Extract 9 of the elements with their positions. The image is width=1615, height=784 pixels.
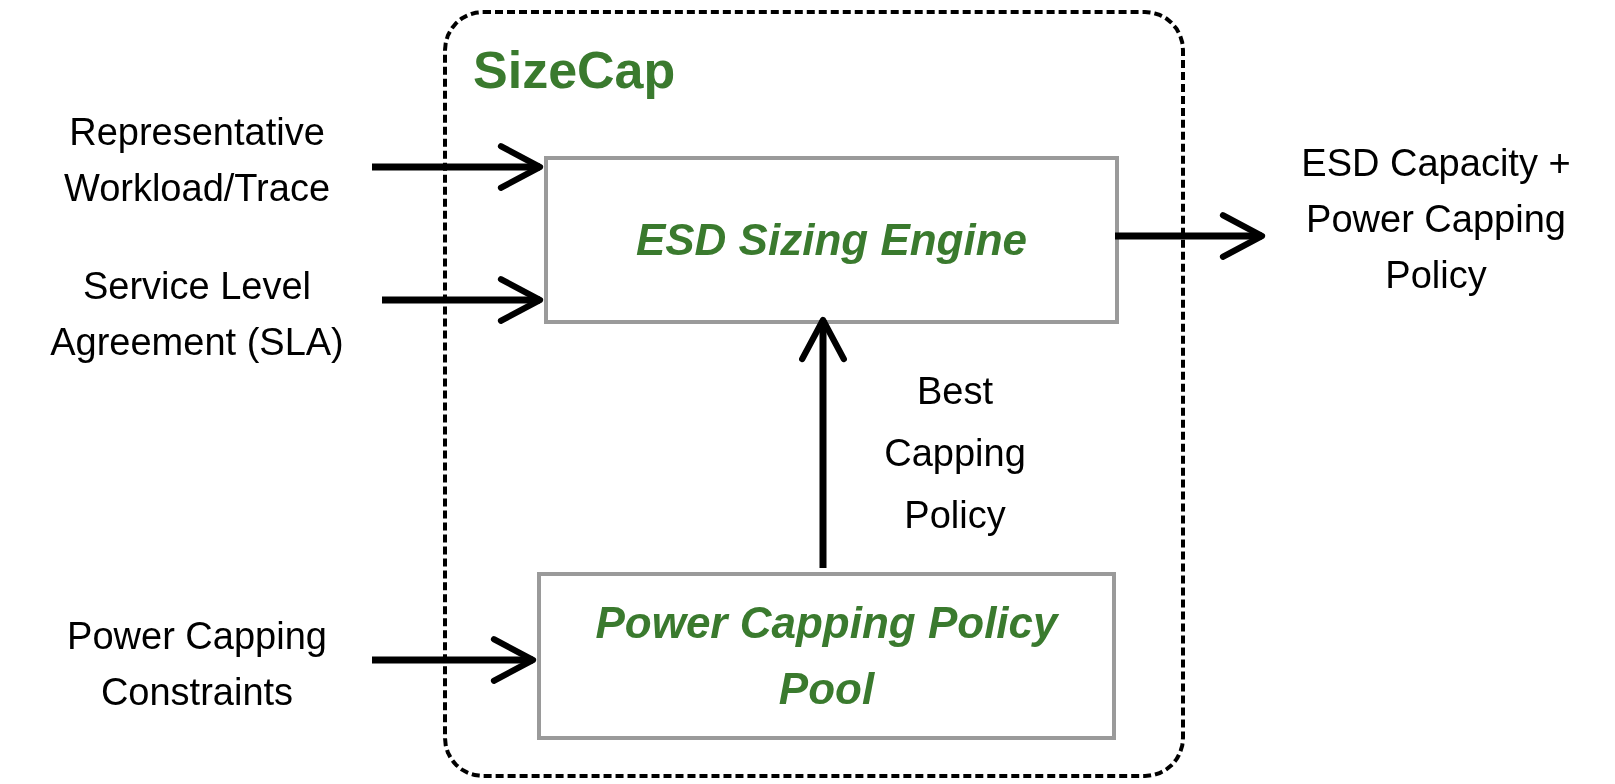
io-text: Representative Workload/Trace — [22, 104, 372, 216]
io-text: Service Level Agreement (SLA) — [12, 258, 382, 370]
io-text: ESD Capacity + Power Capping Policy — [1262, 135, 1610, 359]
system-boundary — [443, 10, 1185, 778]
io-text: Power Capping Constraints — [22, 608, 372, 720]
process-box: Power Capping Policy Pool — [537, 572, 1116, 740]
process-box: ESD Sizing Engine — [544, 156, 1119, 324]
system-title: SizeCap — [473, 40, 676, 100]
arrow — [1115, 212, 1266, 260]
